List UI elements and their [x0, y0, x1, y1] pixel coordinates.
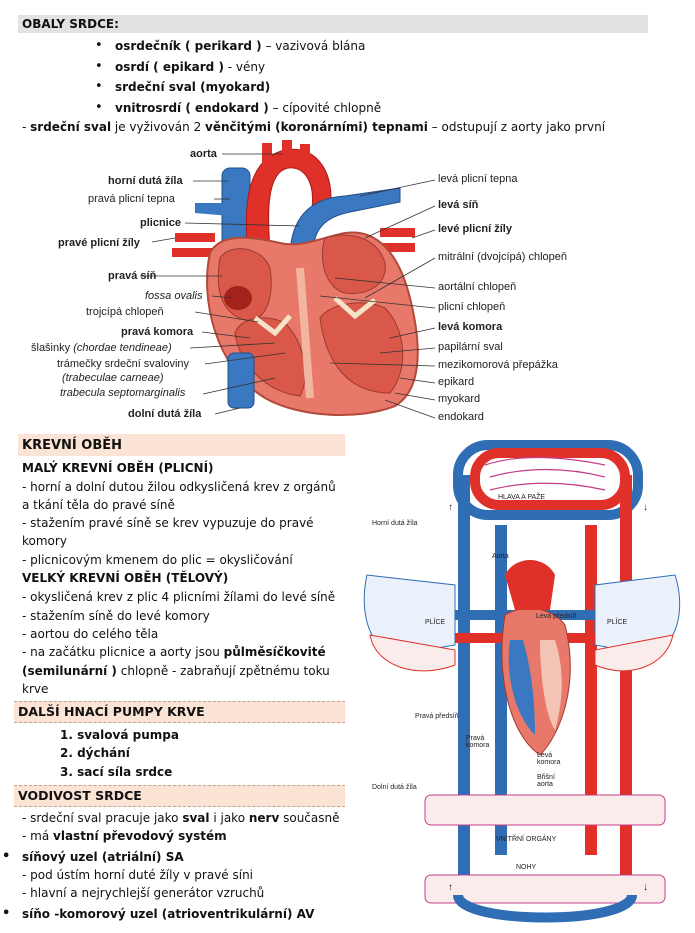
- circ-label-hlava: HLAVA A PAŽE: [498, 494, 546, 501]
- text-line: - hlavní a nejrychlejší generátor vzruch…: [22, 886, 265, 900]
- heart-label-trabecula-sept: trabecula septomarginalis: [60, 387, 186, 399]
- subtitle-velky-obeh: VELKÝ KREVNÍ OBĚH (TĚLOVÝ): [22, 571, 229, 585]
- circ-label-leva-predsin: Levá předsíň: [536, 613, 577, 620]
- text-line: - plicnicovým kmenem do plic = okysličov…: [22, 553, 293, 567]
- list-item: vnitrosrdí ( endokard ) – cípovité chlop…: [95, 100, 381, 115]
- svg-text:↓: ↓: [643, 882, 648, 893]
- heart-label-papilarni: papilární sval: [438, 341, 503, 353]
- heart-label-prava-komora: pravá komora: [121, 326, 194, 338]
- heart-label-horni-duta: horní dutá žíla: [108, 175, 183, 187]
- circulation-diagram: ↑ ↓ ↑ ↓: [363, 440, 681, 923]
- heart-label-plicnice: plicnice: [140, 217, 181, 229]
- text-line: - okysličená krev z plic 4 plicními žíla…: [22, 590, 336, 604]
- section-title-vodivost: VODIVOST SRDCE: [18, 788, 142, 803]
- text-line: a tkání těla do pravé síně: [22, 498, 175, 512]
- heart-anatomy-illustration: [140, 140, 436, 419]
- circ-label-prava-komora: Pravá komora: [466, 735, 490, 749]
- circ-label-prava-predsin: Pravá předsíň: [415, 713, 459, 720]
- heart-label-leva-sin: levá síň: [438, 199, 479, 211]
- circ-label-bricni: Břišní aorta: [537, 774, 555, 788]
- circ-label-plice-left: PLÍCE: [425, 619, 446, 626]
- heart-label-epikard: epikard: [438, 376, 475, 388]
- heart-label-tramecky: trámečky srdeční svaloviny: [57, 358, 190, 370]
- section-title-pumpy: DALŠÍ HNACÍ PUMPY KRVE: [18, 704, 205, 719]
- heart-label-prava-sin: pravá síň: [108, 270, 157, 282]
- list-item: 2. dýchání: [60, 746, 130, 760]
- section-title-obaly: OBALY SRDCE:: [22, 17, 119, 31]
- heart-label-prave-plicni-zily: pravé plicní žíly: [58, 237, 140, 249]
- text-line: krve: [22, 682, 49, 696]
- section-title-krevni-obeh: KREVNÍ OBĚH: [22, 438, 122, 453]
- text-line: - horní a dolní dutou žilou odkysličená …: [22, 480, 336, 494]
- muscle-supply-line: - srdeční sval je vyživován 2 věnčitými …: [22, 120, 606, 134]
- svg-text:↑: ↑: [448, 882, 453, 893]
- list-item: 1. svalová pumpa: [60, 728, 179, 742]
- svg-text:↓: ↓: [643, 502, 648, 513]
- heart-label-plicni-chlopen: plicní chlopeň: [438, 301, 506, 313]
- section-bar-krevni-obeh: [18, 434, 345, 456]
- circ-label-aorta: Aorta: [492, 553, 509, 560]
- text-line: (semilunární ) chlopně - zabraňují zpětn…: [22, 664, 330, 678]
- text-line: - aortou do celého těla: [22, 627, 159, 641]
- heart-label-leve-plicni-zily: levé plicní žíly: [438, 223, 512, 235]
- section-bar-pumpy: [14, 701, 345, 723]
- circ-label-nohy: NOHY: [516, 864, 537, 871]
- text-line: - stažením pravé síně se krev vypuzuje d…: [22, 516, 314, 530]
- text-line: - na začátku plicnice a aorty jsou půlmě…: [22, 645, 326, 659]
- heart-label-slasinky: šlašinky (chordae tendineae): [31, 342, 172, 354]
- list-item: osrdí ( epikard ) - vény: [95, 59, 265, 74]
- text-line: - pod ústím horní duté žíly v pravé síni: [22, 868, 254, 882]
- circ-label-plice-right: PLÍCE: [607, 619, 628, 626]
- section-header-bar: [18, 15, 648, 33]
- circ-label-horni: Horní dutá žíla: [372, 520, 418, 527]
- circ-label-dolni: Dolní dutá žíla: [372, 784, 417, 791]
- list-item-av: síňo -komorový uzel (atrioventrikulární)…: [2, 906, 314, 921]
- heart-label-endokard: endokard: [438, 411, 484, 423]
- heart-label-myokard: myokard: [438, 393, 481, 405]
- circ-label-leva-komora: Levá komora: [537, 752, 561, 766]
- subtitle-maly-obeh: MALÝ KREVNÍ OBĚH (PLICNÍ): [22, 461, 214, 475]
- heart-label-mezikomorova: mezikomorová přepážka: [438, 359, 558, 371]
- circ-label-organy: VNITŘNÍ ORGÁNY: [496, 836, 557, 843]
- text-line: - stažením síně do levé komory: [22, 609, 210, 623]
- heart-label-trabeculae: (trabeculae carneae): [62, 372, 164, 384]
- list-item: osrdečník ( perikard ) – vazivová blána: [95, 38, 365, 53]
- heart-label-prava-plicni-tepna: pravá plicní tepna: [88, 193, 175, 205]
- lung-left: [363, 574, 456, 672]
- heart-label-leva-plicni-tepna: levá plicní tepna: [438, 173, 518, 185]
- heart-label-aortalni: aortální chlopeň: [438, 281, 517, 293]
- list-item-sa: síňový uzel (atriální) SA: [2, 849, 184, 864]
- list-item: 3. sací síla srdce: [60, 765, 173, 779]
- text-line: - má vlastní převodový systém: [22, 829, 227, 843]
- list-item: srdeční sval (myokard): [95, 79, 270, 94]
- heart-label-leva-komora: levá komora: [438, 321, 503, 333]
- heart-label-trojcipa: trojcípá chlopeň: [86, 306, 164, 318]
- section-bar-vodivost: [14, 785, 345, 807]
- heart-label-dolni-duta: dolní dutá žíla: [128, 408, 202, 420]
- lung-right: [594, 574, 681, 672]
- heart-label-fossa: fossa ovalis: [145, 290, 203, 302]
- svg-text:↑: ↑: [448, 502, 453, 513]
- heart-label-aorta: aorta: [190, 148, 217, 160]
- text-line: - srdeční sval pracuje jako sval i jako …: [22, 811, 340, 825]
- heart-label-mitralni: mitrální (dvojcípá) chlopeň: [438, 251, 568, 263]
- text-line: komory: [22, 534, 67, 548]
